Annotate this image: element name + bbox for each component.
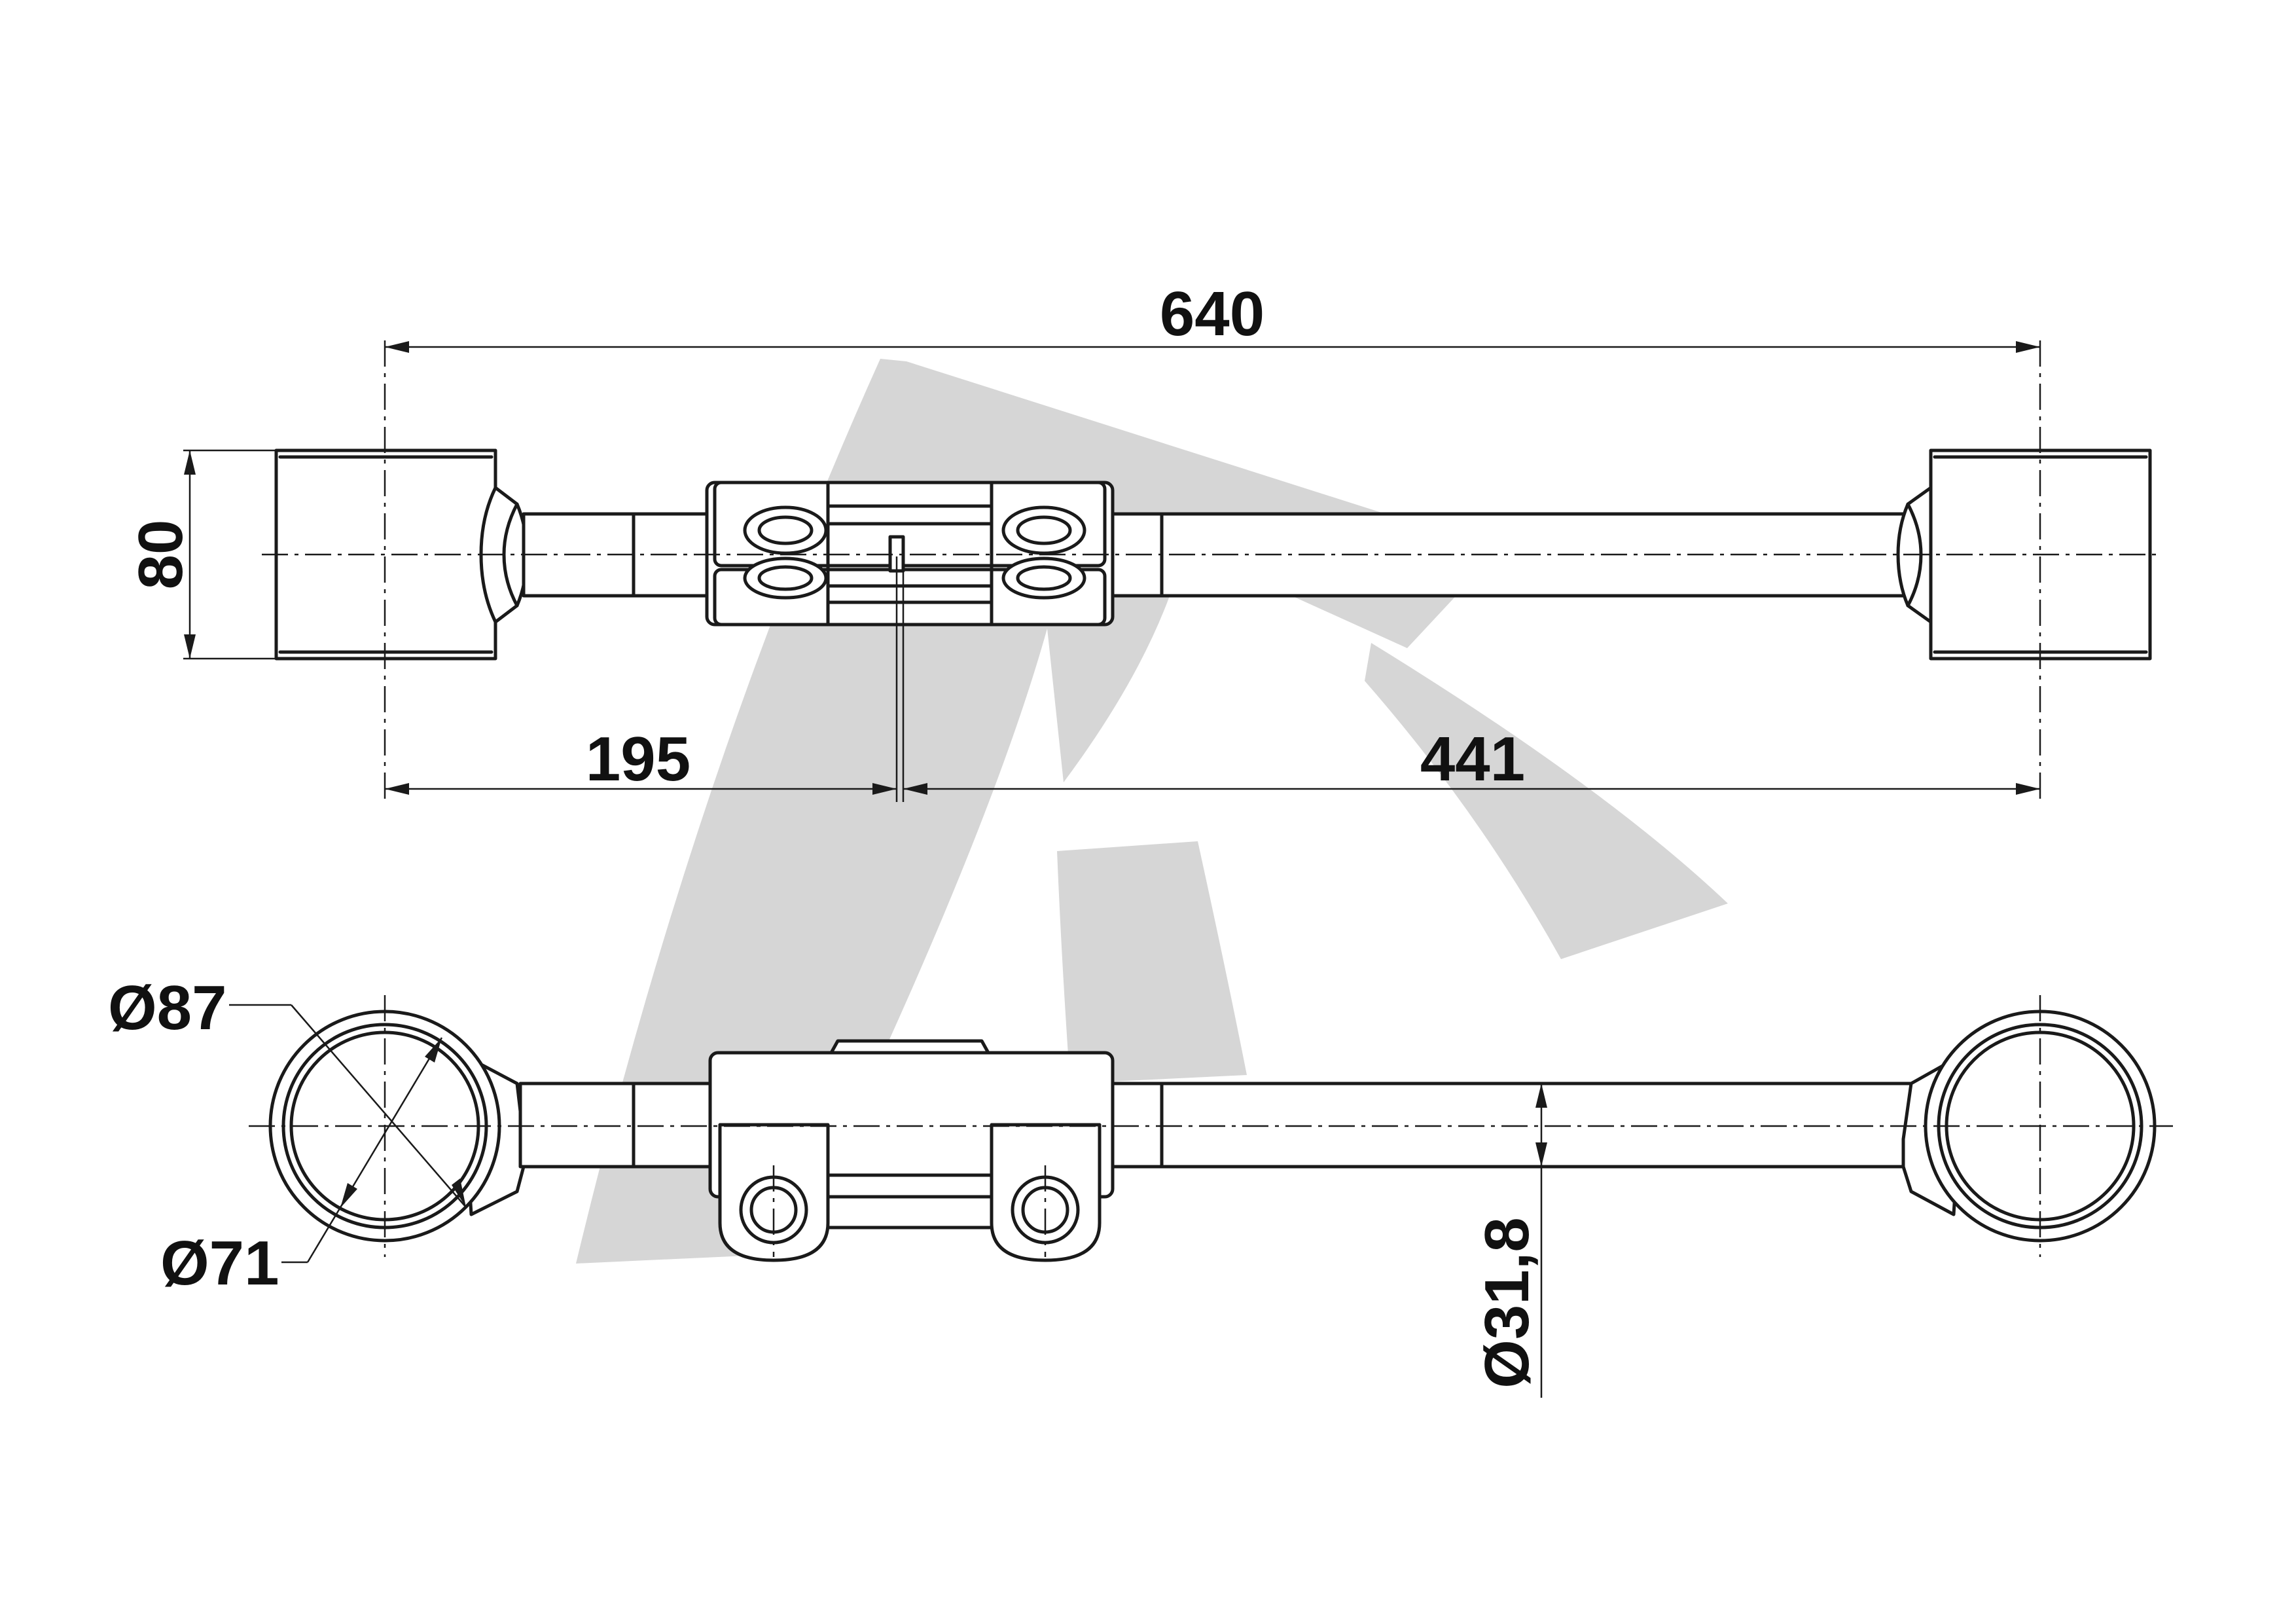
dimension-d87-label: Ø87 bbox=[108, 973, 226, 1043]
dimension-d71-label: Ø71 bbox=[160, 1228, 279, 1298]
dimension-height: 80 bbox=[126, 449, 275, 660]
dimension-441-label: 441 bbox=[1420, 724, 1525, 794]
dimension-outer-diameter: Ø87 bbox=[108, 973, 467, 1208]
left-rod-front bbox=[518, 1082, 712, 1169]
dimension-640-label: 640 bbox=[1160, 279, 1265, 349]
center-clamp-top bbox=[705, 481, 1115, 627]
center-clamp-front bbox=[708, 1039, 1115, 1262]
top-view bbox=[262, 340, 2160, 805]
dimension-inner-diameter: Ø71 bbox=[160, 1037, 443, 1298]
right-rod-front bbox=[1111, 1082, 1916, 1169]
dimension-d31-8-label: Ø31,8 bbox=[1472, 1217, 1542, 1389]
dimension-rod-diameter: Ø31,8 bbox=[1472, 1084, 1547, 1398]
front-view bbox=[249, 995, 2173, 1262]
dimension-right-offset: 441 bbox=[903, 724, 2040, 795]
dimension-195-label: 195 bbox=[586, 724, 691, 794]
dimension-80-label: 80 bbox=[126, 520, 196, 590]
dimension-left-offset: 195 bbox=[385, 724, 897, 795]
dimension-overall-length: 640 bbox=[385, 279, 2040, 353]
